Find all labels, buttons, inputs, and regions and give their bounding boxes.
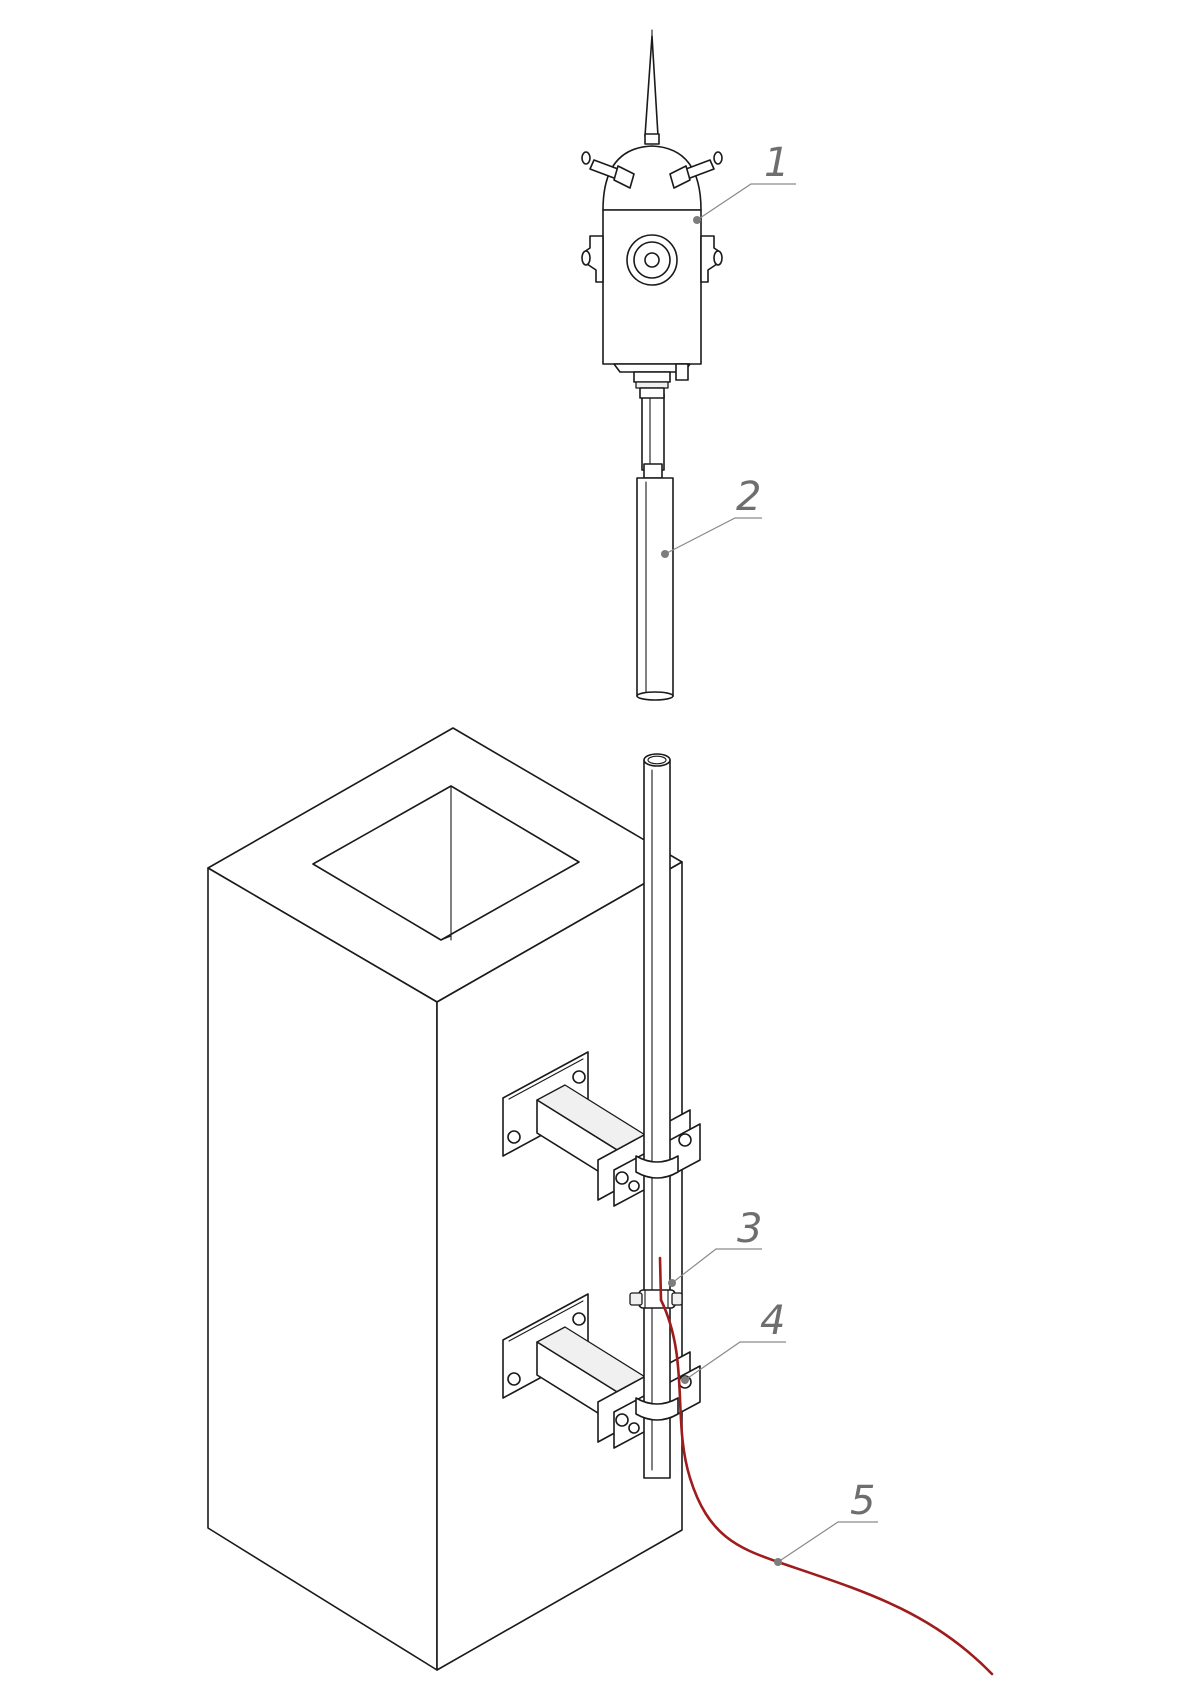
- lightning-rod-head: [581, 29, 723, 399]
- callout-1-label: 1: [764, 140, 789, 186]
- callout-5-label: 5: [850, 1478, 875, 1524]
- extension-rod: [636, 393, 674, 701]
- callout-3: 3: [668, 1206, 762, 1287]
- conductor-clamp: [629, 1289, 683, 1309]
- concrete-block: [207, 727, 683, 1671]
- mast-pipe: [635, 753, 679, 1479]
- down-conductor-cable: [658, 1256, 994, 1676]
- callout-2: 2: [661, 474, 762, 558]
- callout-2-label: 2: [736, 474, 761, 520]
- callout-4: 4: [681, 1298, 786, 1384]
- callout-3-label: 3: [737, 1206, 762, 1252]
- top-recess: [312, 785, 580, 941]
- callout-5: 5: [774, 1478, 878, 1566]
- callout-1: 1: [693, 140, 796, 224]
- callout-4-label: 4: [760, 1298, 785, 1344]
